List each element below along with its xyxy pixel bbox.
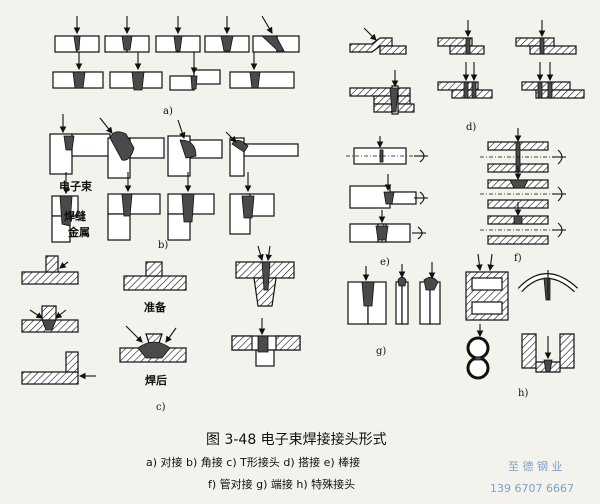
corner-joint-3 [167,119,223,177]
butt-joint-5 [252,15,300,53]
t-joint-1 [21,255,79,285]
special-joint-arc [517,270,579,301]
edge-joint-3 [419,262,441,325]
prep-label: 准备 [144,300,167,314]
lap-joint-1 [349,27,407,55]
lap-joint-3 [515,20,577,55]
butt-joint-6 [52,52,104,89]
special-joint-flange [521,333,575,373]
edge-joint-2 [395,264,409,325]
corner-joint-7 [167,172,215,241]
lap-joint-4 [349,70,415,115]
figure-caption: 图 3-48 电子束焊接接头形式 [206,431,387,448]
pipe-joint-3 [480,202,566,245]
butt-joint-3 [155,16,201,53]
special-joint-double-tube [466,324,490,380]
lap-joint-5 [437,62,493,99]
group-c-t-joints: 准备 焊后 c) [21,245,301,413]
group-c-label: c) [156,402,166,413]
butt-joint-2 [104,16,150,53]
weld-metal-label-line2: 金属 [67,225,90,239]
edge-joint-1 [347,266,387,325]
after-label: 焊后 [145,373,167,387]
t-joint-2 [21,305,79,333]
butt-joint-9 [229,52,295,89]
butt-joint-8 [169,52,221,91]
group-a-label: a) [163,106,173,117]
rod-joint-1 [346,136,428,165]
lap-joint-2 [437,20,485,55]
corner-joint-5 [51,172,79,243]
watermark-line1: 至 德 钢 业 [508,459,563,473]
group-e-rod-joints: e) [346,136,428,268]
rod-joint-2 [349,174,428,209]
butt-joint-4 [204,16,250,53]
legend-line-1: a) 对接 b) 角接 c) T形接头 d) 搭接 e) 棒接 [146,455,360,469]
group-d-lap-joints: d) [349,20,585,133]
butt-joint-7 [109,52,163,91]
group-h-special-joints: h) [465,253,579,399]
beam-label: 电子束 [59,179,93,193]
legend-line-2: f) 管对接 g) 端接 h) 特殊接头 [208,477,355,491]
t-joint-6 [235,245,295,307]
group-g-edge-joints: g) [347,262,441,357]
corner-joint-4 [225,131,299,177]
t-joint-3 [21,351,96,385]
special-joint-box [465,253,509,321]
t-joint-7 [231,318,301,367]
watermark-line2: 139 6707 6667 [490,482,574,495]
group-g-label: g) [376,346,386,357]
corner-joint-6 [107,172,161,241]
pipe-joint-1 [480,128,566,173]
corner-joint-8 [229,172,275,235]
t-joint-4 [123,261,187,291]
group-a-butt-joints: a) [52,15,300,117]
group-d-label: d) [466,122,476,133]
group-f-label: f) [514,253,522,264]
group-h-label: h) [518,388,528,399]
t-joint-5 [119,325,187,363]
corner-joint-2 [99,117,165,179]
group-b-label: b) [158,240,168,251]
corner-joint-1 [49,114,111,175]
group-e-label: e) [380,257,390,268]
rod-joint-3 [349,210,426,243]
weld-metal-label-line1: 焊缝 [64,209,86,223]
butt-joint-1 [54,16,100,53]
lap-joint-6 [521,62,585,99]
group-f-pipe-joints: f) [480,128,566,264]
group-b-corner-joints: 电子束 焊缝 金属 b) [49,114,299,251]
